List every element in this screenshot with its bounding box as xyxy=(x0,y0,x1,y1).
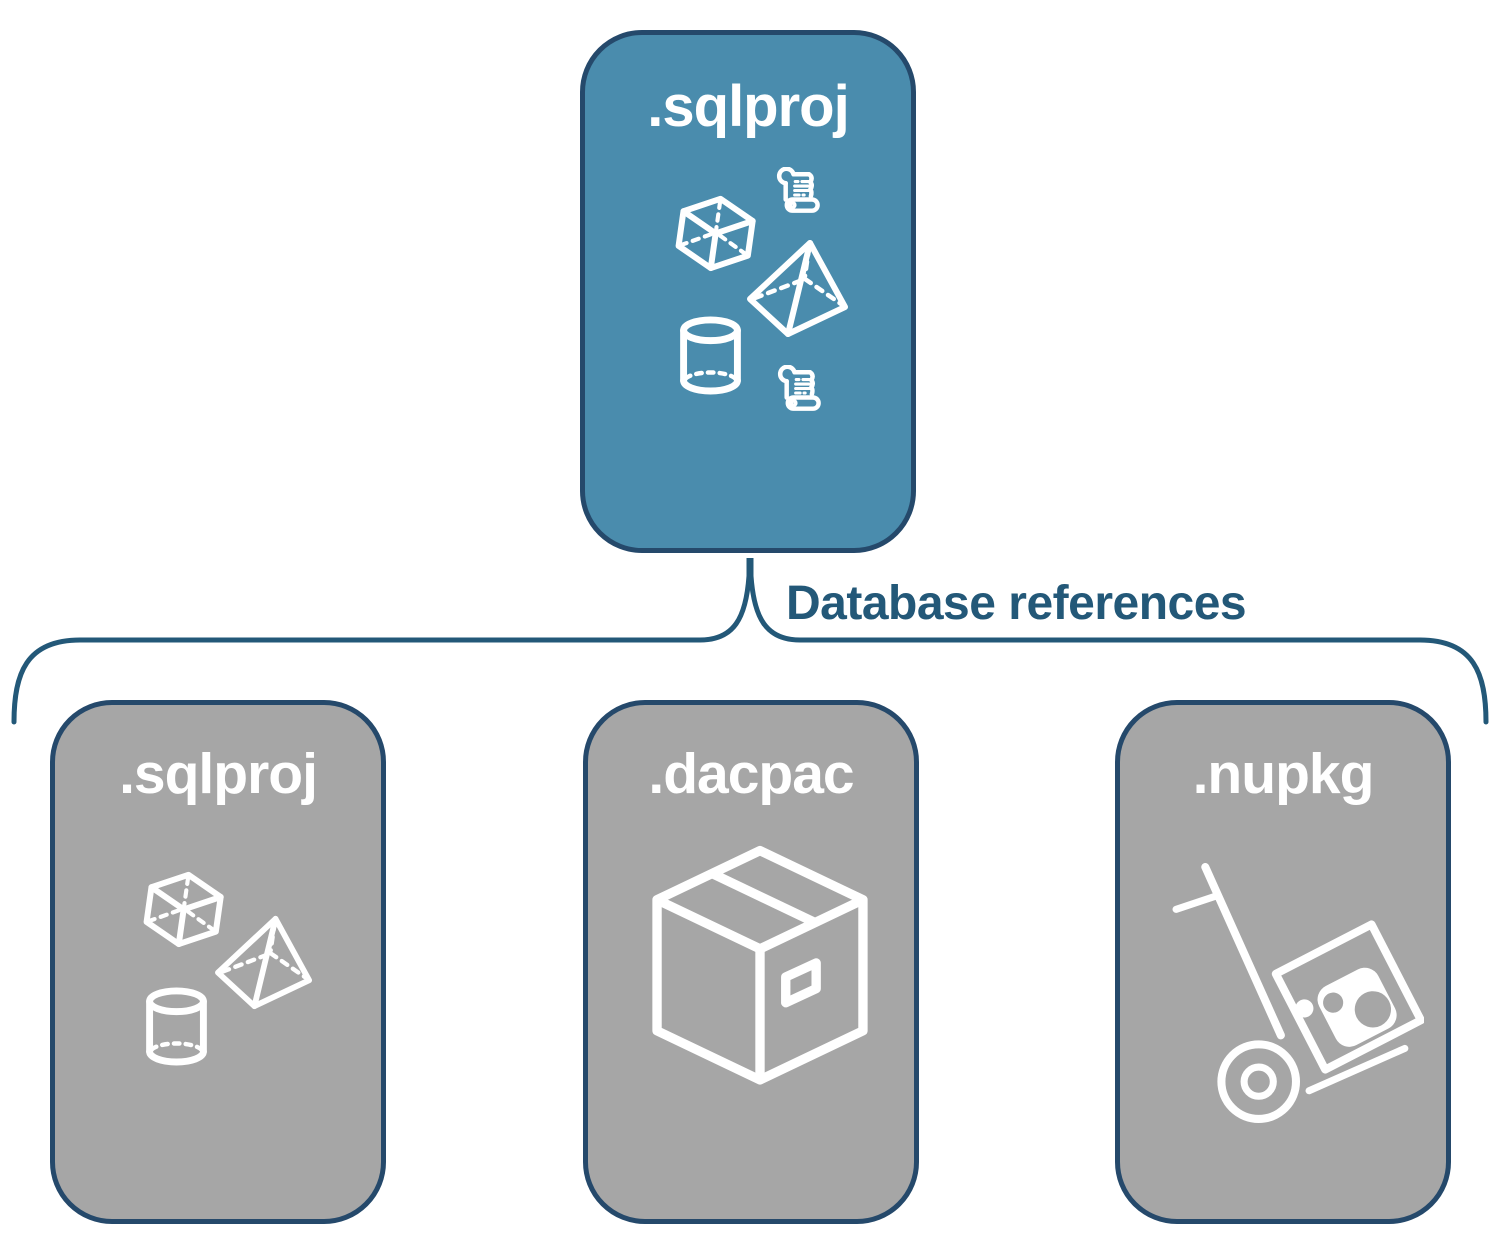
dacpac-ref-box-label: .dacpac xyxy=(648,742,854,806)
connector-brace xyxy=(11,559,1489,725)
sqlproj-ref-box: .sqlproj xyxy=(50,700,386,1224)
sqlproj-ref-box-label: .sqlproj xyxy=(119,742,318,806)
package-box-icon xyxy=(643,843,877,1125)
sqlproj-top-box-label: .sqlproj xyxy=(647,74,849,139)
pyramid-icon xyxy=(745,238,851,338)
cylinder-icon xyxy=(676,314,745,399)
dacpac-ref-box: .dacpac xyxy=(583,700,919,1224)
pyramid-icon xyxy=(212,914,316,1010)
nupkg-ref-box: .nupkg xyxy=(1115,700,1451,1224)
nupkg-ref-box-label: .nupkg xyxy=(1192,742,1375,806)
sqlproj-top-box: .sqlproj xyxy=(580,30,916,553)
cylinder-icon xyxy=(142,985,211,1070)
scroll-icon xyxy=(770,167,826,223)
scroll-icon xyxy=(771,365,827,421)
hand-truck-icon xyxy=(1172,863,1424,1125)
database-references-label: Database references xyxy=(786,577,1247,630)
